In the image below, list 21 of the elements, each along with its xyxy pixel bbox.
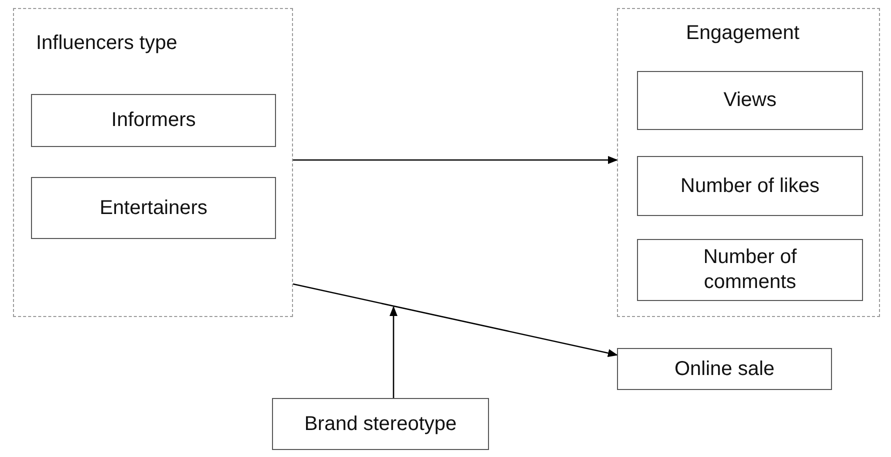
process-box: [637, 239, 863, 301]
process-box: [637, 156, 863, 216]
process-box: [637, 71, 863, 130]
node-label: Online sale: [674, 356, 775, 382]
node-label: Views: [724, 88, 776, 113]
process-box: [272, 398, 489, 450]
arrow: [293, 156, 618, 164]
process-box: [617, 348, 832, 390]
node-label: Number of comments: [702, 245, 798, 295]
group-heading: Engagement: [686, 21, 800, 46]
node-label: Number of likes: [680, 174, 820, 198]
arrow: [292, 283, 618, 357]
group-frame: [617, 8, 880, 317]
node-label: Brand stereotype: [304, 412, 457, 436]
node-label: Informers: [111, 108, 196, 133]
group-heading: Influencers type: [36, 31, 178, 56]
node-label: Entertainers: [100, 196, 208, 220]
process-box: [31, 177, 276, 239]
arrow: [390, 306, 398, 398]
group-frame: [13, 8, 293, 317]
process-box: [31, 94, 276, 147]
